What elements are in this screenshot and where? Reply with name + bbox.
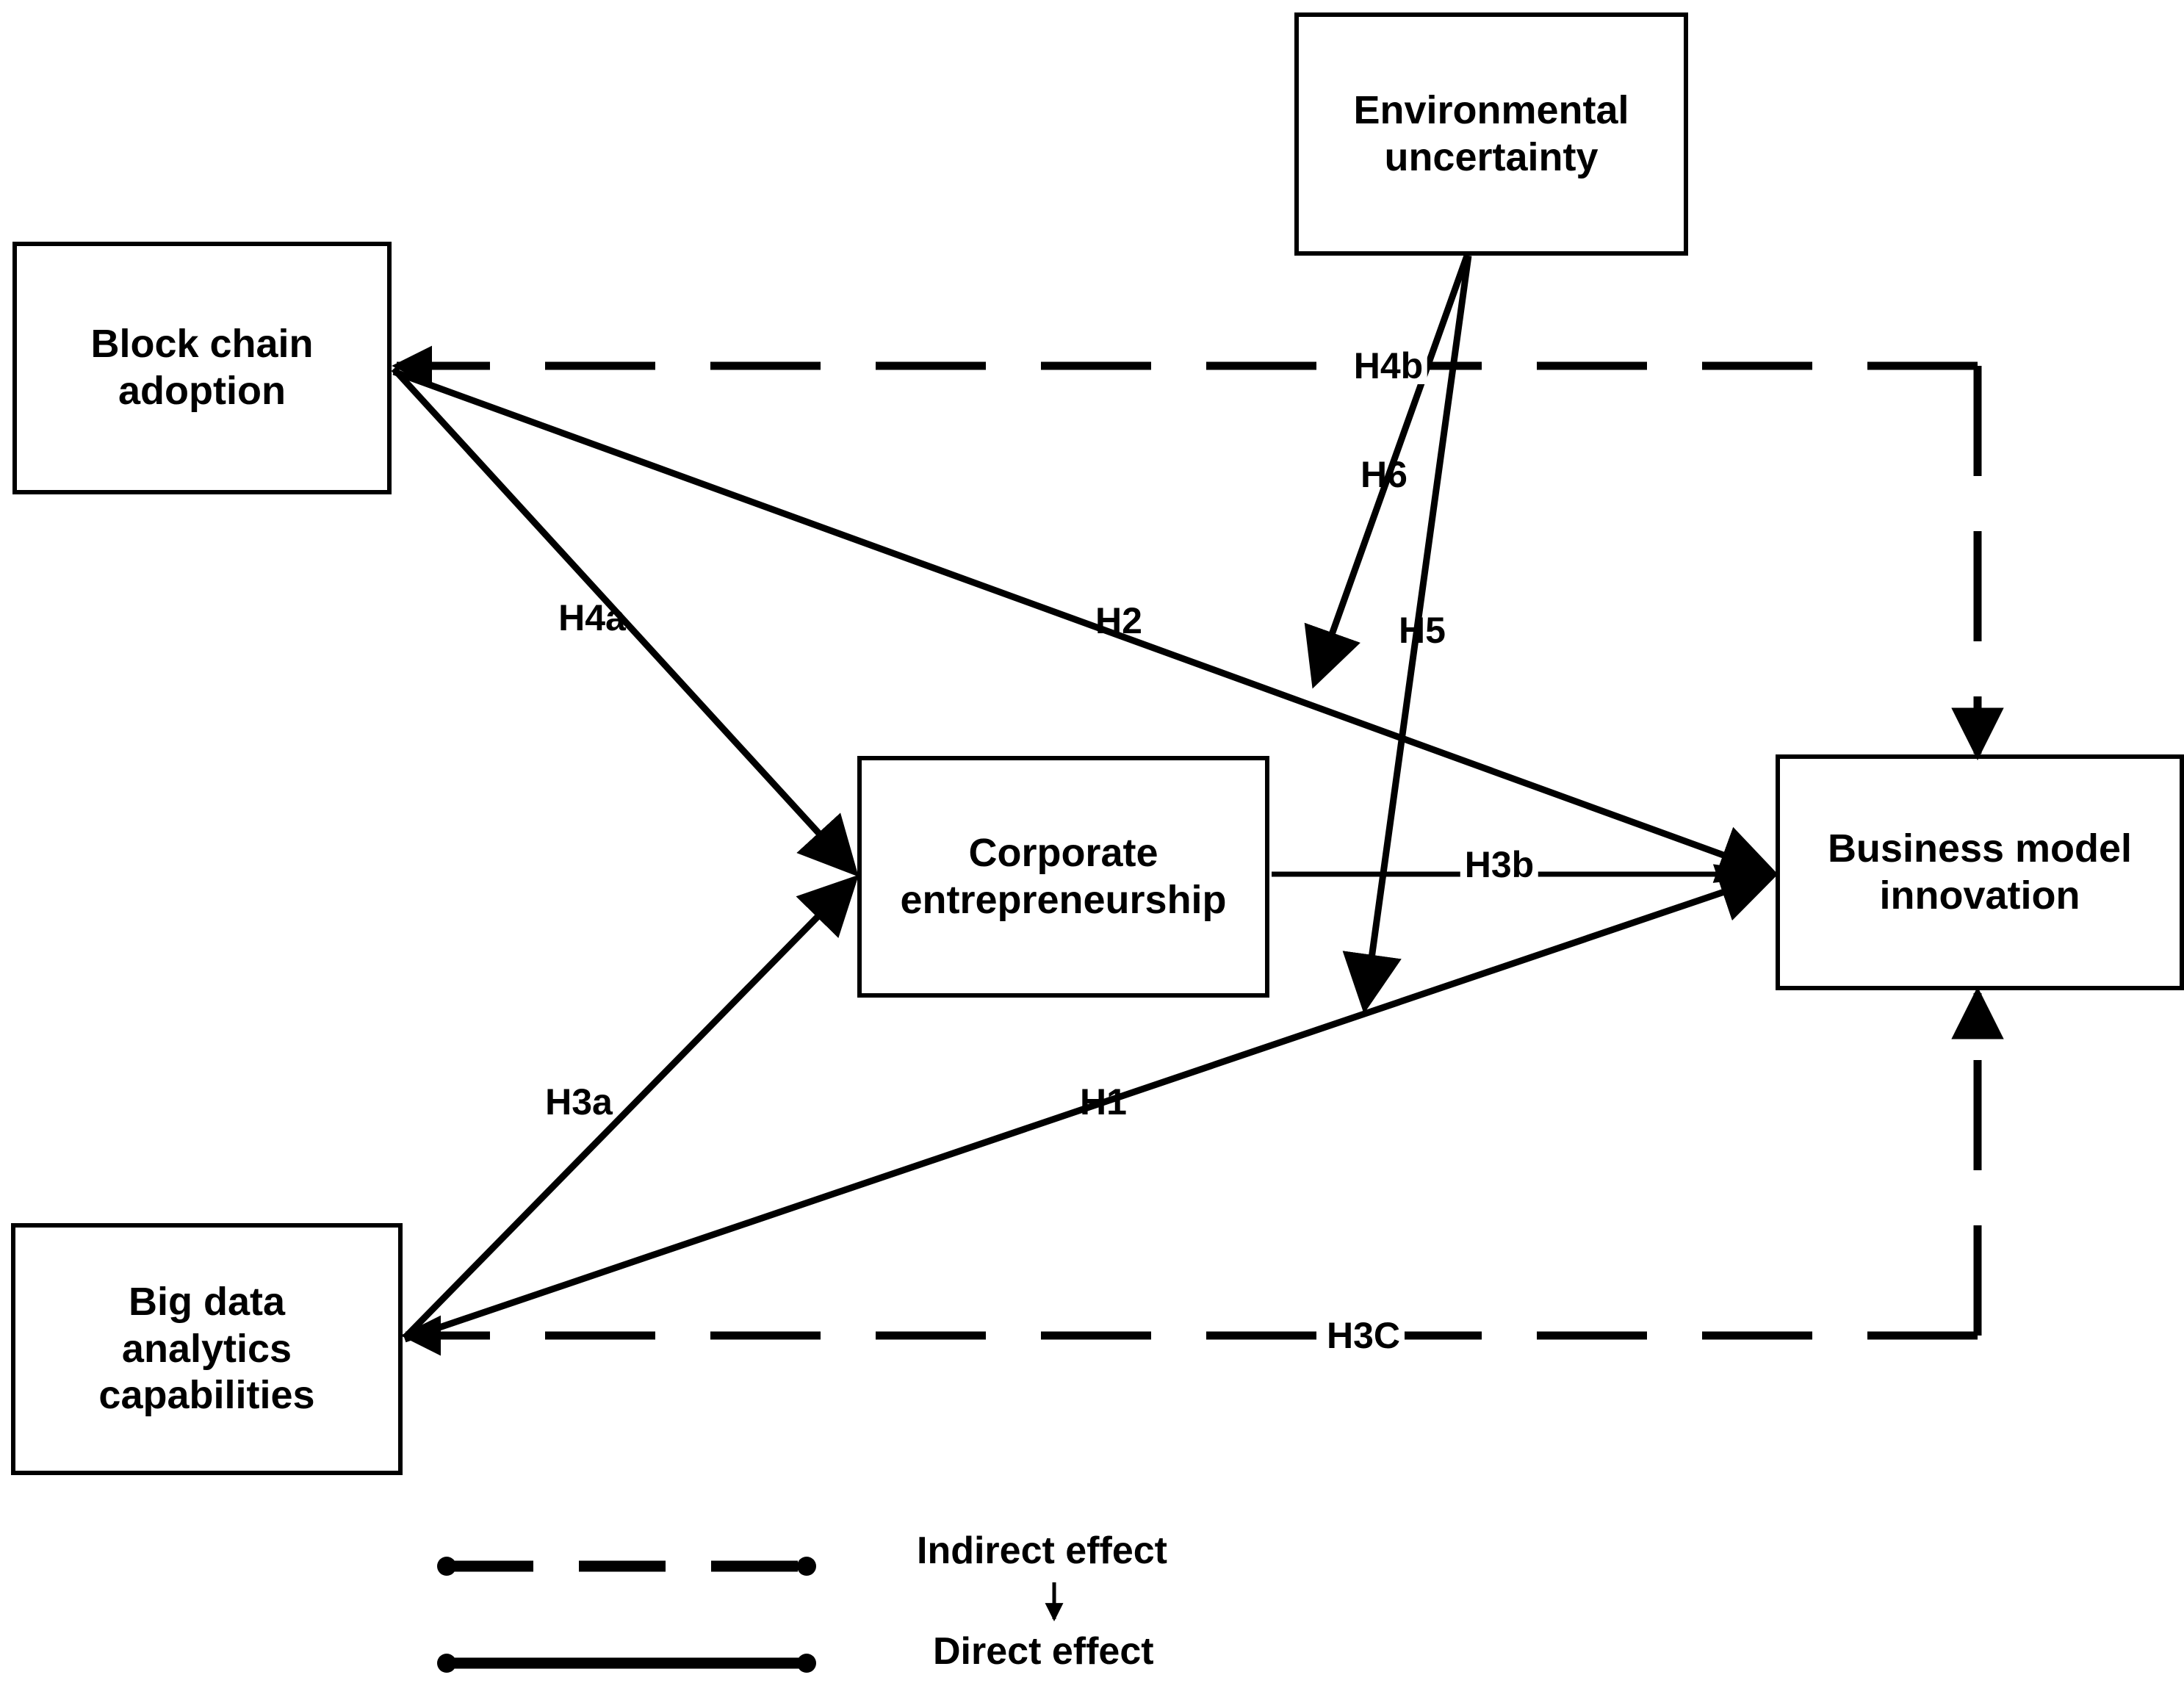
legend-indirect-effect-label: Indirect effect bbox=[917, 1529, 1167, 1572]
edge-h3a-direct bbox=[402, 874, 859, 1341]
edge-h6-moderation bbox=[1304, 254, 1471, 689]
node-box-big-data-analytics bbox=[11, 1223, 403, 1475]
legend-direct-effect-label: Direct effect bbox=[933, 1630, 1154, 1673]
legend-indirect-dot-right bbox=[797, 1557, 816, 1576]
edge-h5-moderation bbox=[1342, 255, 1472, 1015]
edge-label-h6: H6 bbox=[1361, 454, 1408, 495]
edge-label-h1: H1 bbox=[1080, 1081, 1127, 1122]
edge-label-h5: H5 bbox=[1399, 610, 1446, 651]
node-box-blockchain bbox=[12, 242, 392, 494]
edge-label-h3c: H3C bbox=[1322, 1317, 1405, 1354]
edge-label-h4b: H4b bbox=[1349, 347, 1428, 384]
edge-label-h2: H2 bbox=[1095, 600, 1142, 641]
edge-h1-direct bbox=[403, 864, 1779, 1343]
node-box-business-model-innovation bbox=[1776, 754, 2184, 990]
edge-h2-direct bbox=[392, 368, 1779, 883]
edge-label-h4a: H4a bbox=[558, 597, 626, 638]
node-box-environmental-uncertainty bbox=[1294, 12, 1688, 256]
node-box-corporate-entrepreneurship bbox=[857, 756, 1269, 998]
legend-direct-dot-right bbox=[797, 1654, 816, 1673]
edge-label-h3a: H3a bbox=[545, 1081, 613, 1122]
edge-h4a-direct bbox=[391, 366, 859, 877]
edge-label-h3b: H3b bbox=[1460, 846, 1539, 883]
